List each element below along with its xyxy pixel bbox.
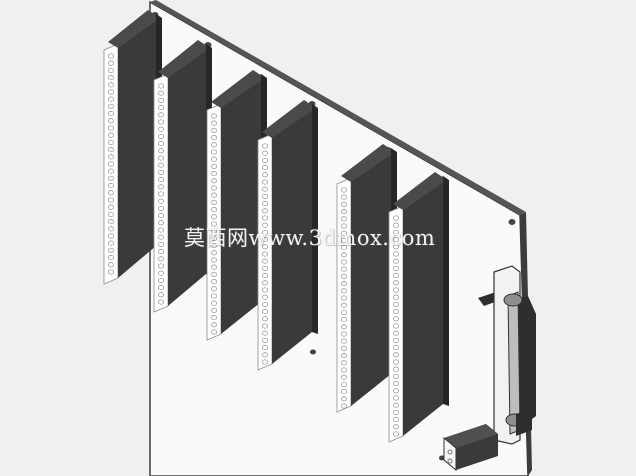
watermark-text: 莫西网www.3dmox.com — [184, 226, 436, 250]
expansion-slot — [388, 172, 449, 443]
expansion-slot — [257, 100, 318, 371]
mounting-hole-icon — [310, 349, 316, 355]
expansion-slot — [153, 40, 212, 313]
expansion-slot — [103, 10, 162, 285]
db-connector-icon — [478, 265, 536, 445]
mounting-hole-icon — [508, 219, 516, 225]
expansion-slot — [336, 144, 397, 413]
power-connector-icon — [443, 424, 498, 472]
expansion-slots — [103, 10, 449, 443]
